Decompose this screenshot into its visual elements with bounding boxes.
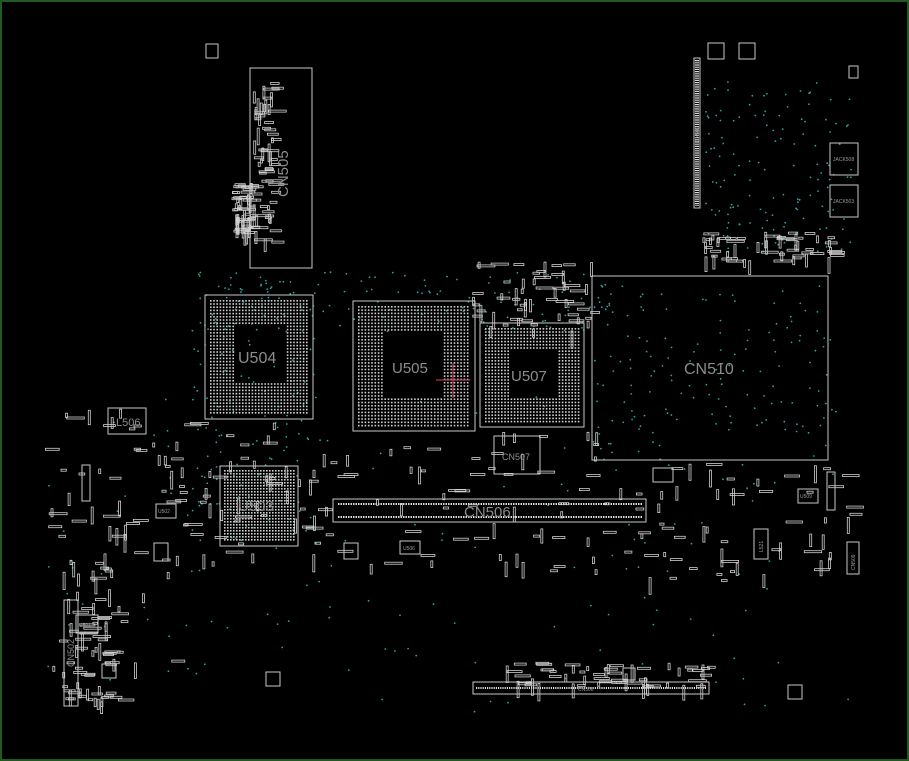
cn507-label: CN507 <box>502 452 530 462</box>
cn502-label: CN502 <box>66 639 76 667</box>
component-outline[interactable] <box>652 467 674 483</box>
jack508-label: JACK508 <box>833 157 854 163</box>
u503-label: U503 <box>238 498 274 515</box>
component-outline[interactable] <box>622 667 636 681</box>
cn509-outline[interactable] <box>846 541 860 575</box>
u504-label: U504 <box>238 350 276 367</box>
u503-outline[interactable] <box>219 465 299 547</box>
u504-ball-grid <box>210 300 308 414</box>
component-outline[interactable] <box>153 542 169 562</box>
component-outline[interactable] <box>707 42 725 60</box>
cn506-outline[interactable] <box>332 498 647 523</box>
component-outline[interactable] <box>81 464 91 502</box>
u505-outline[interactable] <box>352 300 476 432</box>
cn510-outline[interactable] <box>591 275 829 461</box>
cn505-label: CN505 <box>275 150 292 197</box>
cn508-outline[interactable] <box>472 681 710 695</box>
cn508-label: CN508 <box>578 687 594 693</box>
u505-ball-grid <box>358 306 469 427</box>
u509-outline[interactable] <box>797 488 819 504</box>
cn500-label: CN500 <box>695 126 701 142</box>
component-outline[interactable] <box>848 65 859 79</box>
l521-outline[interactable] <box>753 528 769 560</box>
pad-field <box>45 82 864 715</box>
component-outline[interactable] <box>205 43 219 59</box>
u504-outline[interactable] <box>204 294 314 420</box>
component-outline[interactable] <box>738 42 756 60</box>
u502-outline[interactable] <box>155 503 177 519</box>
crosshair-cursor-icon <box>436 363 470 398</box>
component-outline[interactable] <box>101 663 117 679</box>
component-outline[interactable] <box>826 471 836 511</box>
u506-outline[interactable] <box>399 540 421 555</box>
u505-label: U505 <box>392 360 428 377</box>
u507-outline[interactable] <box>479 322 585 428</box>
u501-label: U501 <box>79 623 91 629</box>
cn505-outline[interactable] <box>249 67 313 269</box>
u501-outline[interactable] <box>75 614 99 634</box>
component-outline[interactable] <box>343 542 359 560</box>
component-outline[interactable] <box>265 671 281 687</box>
cn502-outline[interactable] <box>63 599 79 707</box>
component-outline[interactable] <box>787 684 803 700</box>
u509-label: U509 <box>800 494 812 500</box>
u503-ball-grid <box>224 470 295 541</box>
u507-label: U507 <box>511 368 547 385</box>
u506-label: U506 <box>403 546 415 552</box>
l506-label: L506 <box>116 417 140 429</box>
via-field <box>47 81 852 713</box>
jack503-label: JACK503 <box>833 199 854 205</box>
jack503-outline[interactable] <box>829 184 859 218</box>
cn509-label: CN509 <box>851 554 857 570</box>
jack508-outline[interactable] <box>829 142 859 176</box>
cn506-label: CN506 <box>464 504 511 521</box>
u507-ball-grid <box>485 328 580 423</box>
cn510-label: CN510 <box>684 361 734 378</box>
u502-label: U502 <box>158 509 170 515</box>
l521-label: L521 <box>759 541 765 552</box>
l506-outline[interactable] <box>107 407 147 435</box>
cn500-outline[interactable] <box>693 57 701 209</box>
cn507-outline[interactable] <box>493 435 541 475</box>
